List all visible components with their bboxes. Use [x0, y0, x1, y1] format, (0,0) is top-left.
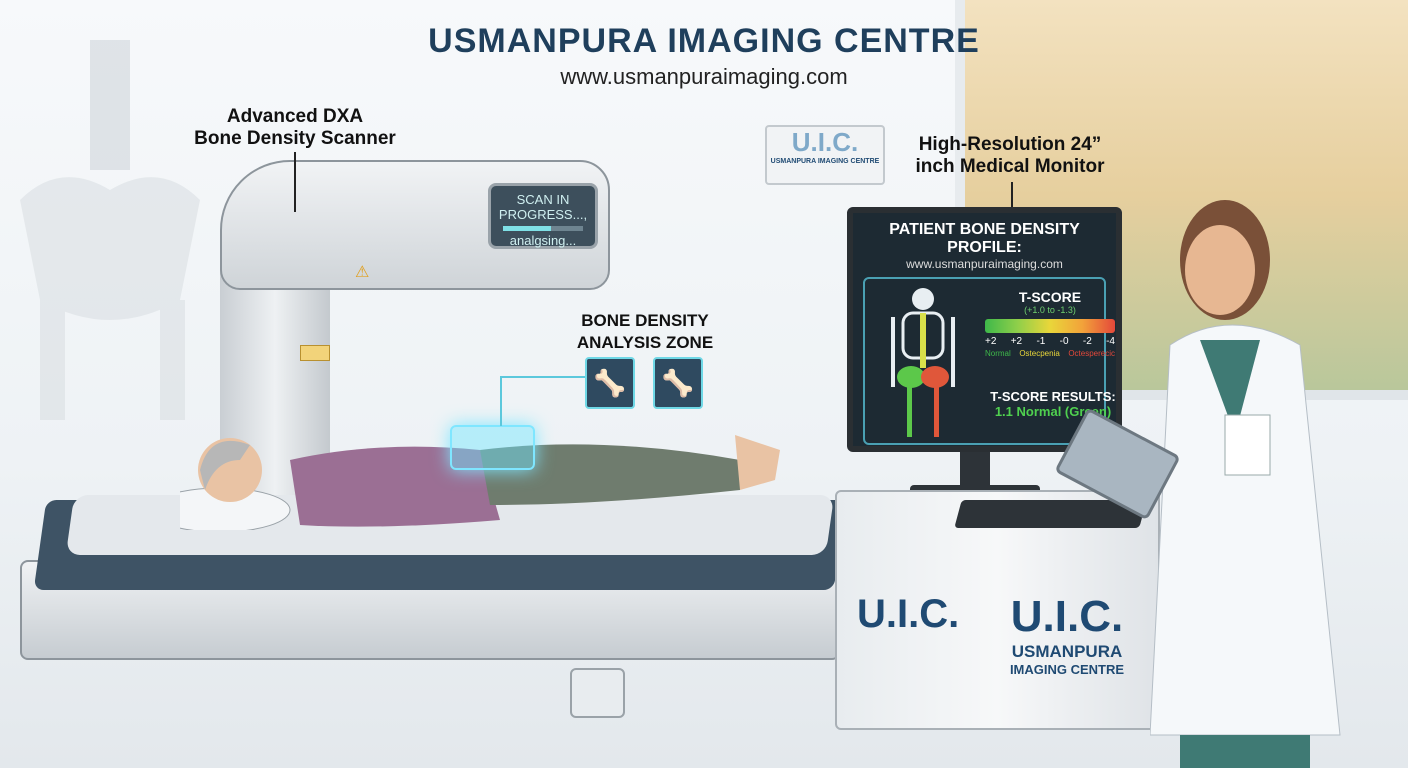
- cart-front-logo: U.I.C.: [1010, 592, 1124, 641]
- analysis-zone-highlight: [450, 425, 535, 470]
- tscore-results-label: T-SCORE RESULTS:: [990, 389, 1116, 404]
- tscore-ticks: +2 +2 -1 -0 -2 -4: [985, 336, 1115, 347]
- pelvis-icon: 🦴: [585, 357, 635, 409]
- zone-callout-line: [500, 376, 585, 426]
- tscore-tick: -2: [1082, 336, 1092, 347]
- scanner-screen: SCAN IN PROGRESS..., analgsing...: [488, 183, 598, 249]
- wall-sign: U.I.C. USMANPURA IMAGING CENTRE: [765, 125, 885, 185]
- analysis-zone-callout: BONE DENSITY ANALYSIS ZONE: [576, 311, 714, 352]
- tscore-tick: +2: [1010, 336, 1023, 347]
- tscore-categories: Normal Ostecpenia Octesperecic: [985, 349, 1115, 358]
- tscore-result: 1.1 Normal (Green): [994, 404, 1112, 419]
- page-title: USMANPURA IMAGING CENTRE: [428, 22, 980, 60]
- scan-progress-fill: [503, 226, 551, 231]
- scanner-label-plate: [300, 345, 330, 361]
- pelvis-skeleton-illustration: [20, 40, 200, 420]
- scanner-callout: Advanced DXA Bone Density Scanner: [194, 106, 396, 149]
- tscore-gradient-scale: [985, 319, 1115, 333]
- bone-density-panel: T-SCORE (+1.0 to -1.3) +2 +2 -1 -0 -2 -4 Norm…: [863, 277, 1116, 445]
- monitor-callout: High-Resolution 24” inch Medical Monitor: [915, 134, 1105, 177]
- cart-side-logo: U.I.C.: [857, 592, 960, 636]
- patient-illustration: [180, 435, 780, 530]
- tscore-category: Octesperecic: [1068, 349, 1115, 358]
- scan-status-line2: PROGRESS...,: [498, 207, 588, 222]
- wall-sign-logo: U.I.C.: [791, 127, 859, 157]
- tscore-tick: -1: [1036, 336, 1046, 347]
- tscore-category: Normal: [985, 349, 1011, 358]
- scan-status-line1: SCAN IN: [516, 192, 570, 207]
- spine-icon: 🦴: [653, 357, 703, 409]
- scan-progress-bar: [503, 226, 583, 231]
- tscore-tick: -0: [1059, 336, 1069, 347]
- tscore-section: T-SCORE (+1.0 to -1.3) +2 +2 -1 -0 -2 -4 Norm…: [985, 289, 1115, 358]
- doctor-illustration: [1150, 200, 1341, 768]
- monitor-callout-line: [1011, 182, 1013, 210]
- cart-name-line2: IMAGING CENTRE: [1009, 662, 1125, 677]
- workstation-cart: U.I.C. U.I.C. USMANPURA IMAGING CENTRE: [835, 490, 1160, 730]
- table-control-panel[interactable]: [570, 668, 625, 718]
- cart-name-line1: USMANPURA: [1011, 642, 1123, 661]
- tscore-label: T-SCORE: [1018, 289, 1082, 305]
- tscore-tick: +2: [985, 336, 997, 347]
- tscore-range: (+1.0 to -1.3): [1024, 305, 1076, 315]
- scan-status-text: analgsing...: [509, 233, 577, 248]
- skeleton-figure: [891, 288, 955, 437]
- medical-monitor: PATIENT BONE DENSITY PROFILE: www.usmanp…: [847, 207, 1122, 452]
- scanner-callout-line: [294, 152, 296, 212]
- tscore-tick: -4: [1106, 336, 1115, 347]
- monitor-url: www.usmanpuraimaging.com: [906, 257, 1063, 271]
- website-url: www.usmanpuraimaging.com: [560, 64, 848, 89]
- monitor-title: PATIENT BONE DENSITY PROFILE:: [889, 221, 1080, 256]
- wall-sign-name: USMANPURA IMAGING CENTRE: [770, 158, 880, 165]
- tscore-category: Ostecpenia: [1019, 349, 1060, 358]
- warning-icon: ⚠: [355, 264, 370, 281]
